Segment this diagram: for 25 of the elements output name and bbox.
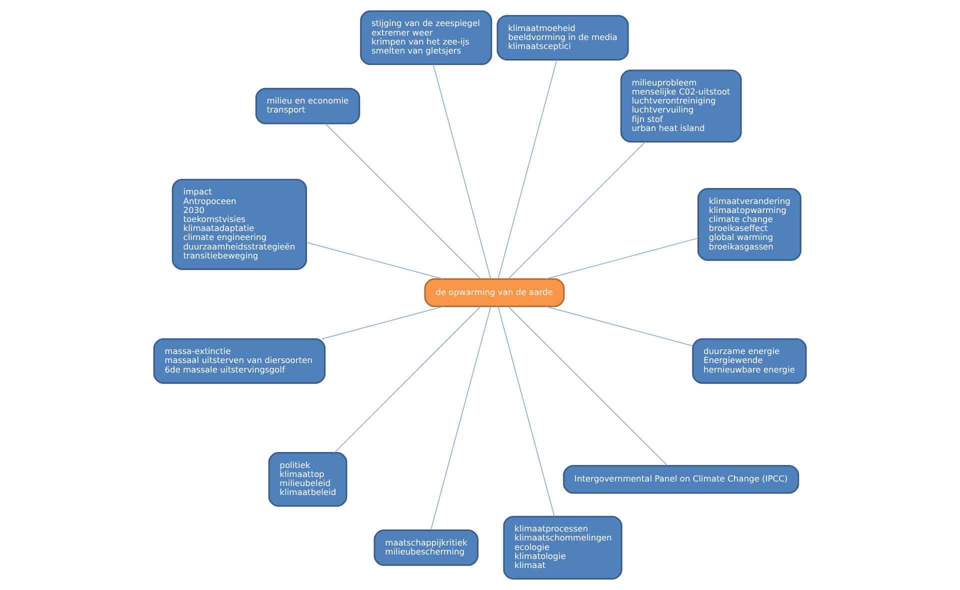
node-box: politiek klimaattop milieubeleid klimaatbeleid [268, 452, 348, 507]
node-box: Intergovernmental Panel on Climate Change (IPCC) [563, 464, 800, 494]
connector [508, 306, 668, 466]
connector [321, 306, 444, 340]
node-box: milieuprobleem menselijke C02-uitstoot luchtverontreiniging luchtvervuiling fijn stof urban heat island [620, 70, 742, 142]
node-box: duurzame energie Energiewende hernieuwbare energie [692, 338, 807, 384]
connector [430, 306, 492, 530]
connector [306, 242, 444, 280]
connector [498, 306, 555, 517]
connector [545, 306, 694, 346]
node-box: klimaatprocessen klimaatschommelingen ecologie klimatologie klimaat [503, 516, 622, 580]
node-box: klimaatmoeheid beeldvorming in de media klimaatsceptici [496, 14, 629, 60]
connector [324, 123, 482, 280]
connector [334, 306, 482, 454]
node-box: klimaatverandering klimaatopwarming climate change broeikaseffect global warming broeikasgassen [697, 188, 802, 261]
node-box: de opwarming van de aarde [424, 278, 565, 308]
node-box: stijging van de zeespiegel extremer weer krimpen van het zee-ijs smelten van gletsjers [360, 10, 492, 66]
node-box: milieu en economie transport [255, 88, 360, 124]
connector [545, 238, 698, 280]
node-box: impact Antropoceen 2030 toekomstvisies klimaatadaptatie climate engineering duurzaamheidsstrategieën transitiebeweging [172, 178, 307, 270]
node-box: massa-extinctie massaal uitsterven van diersoorten 6de massale uitstervingsgolf [153, 338, 326, 384]
connector [508, 141, 646, 280]
connector [432, 64, 492, 280]
connector [498, 59, 558, 280]
node-box: maatschappijkritiek milieubescherming [374, 530, 478, 566]
